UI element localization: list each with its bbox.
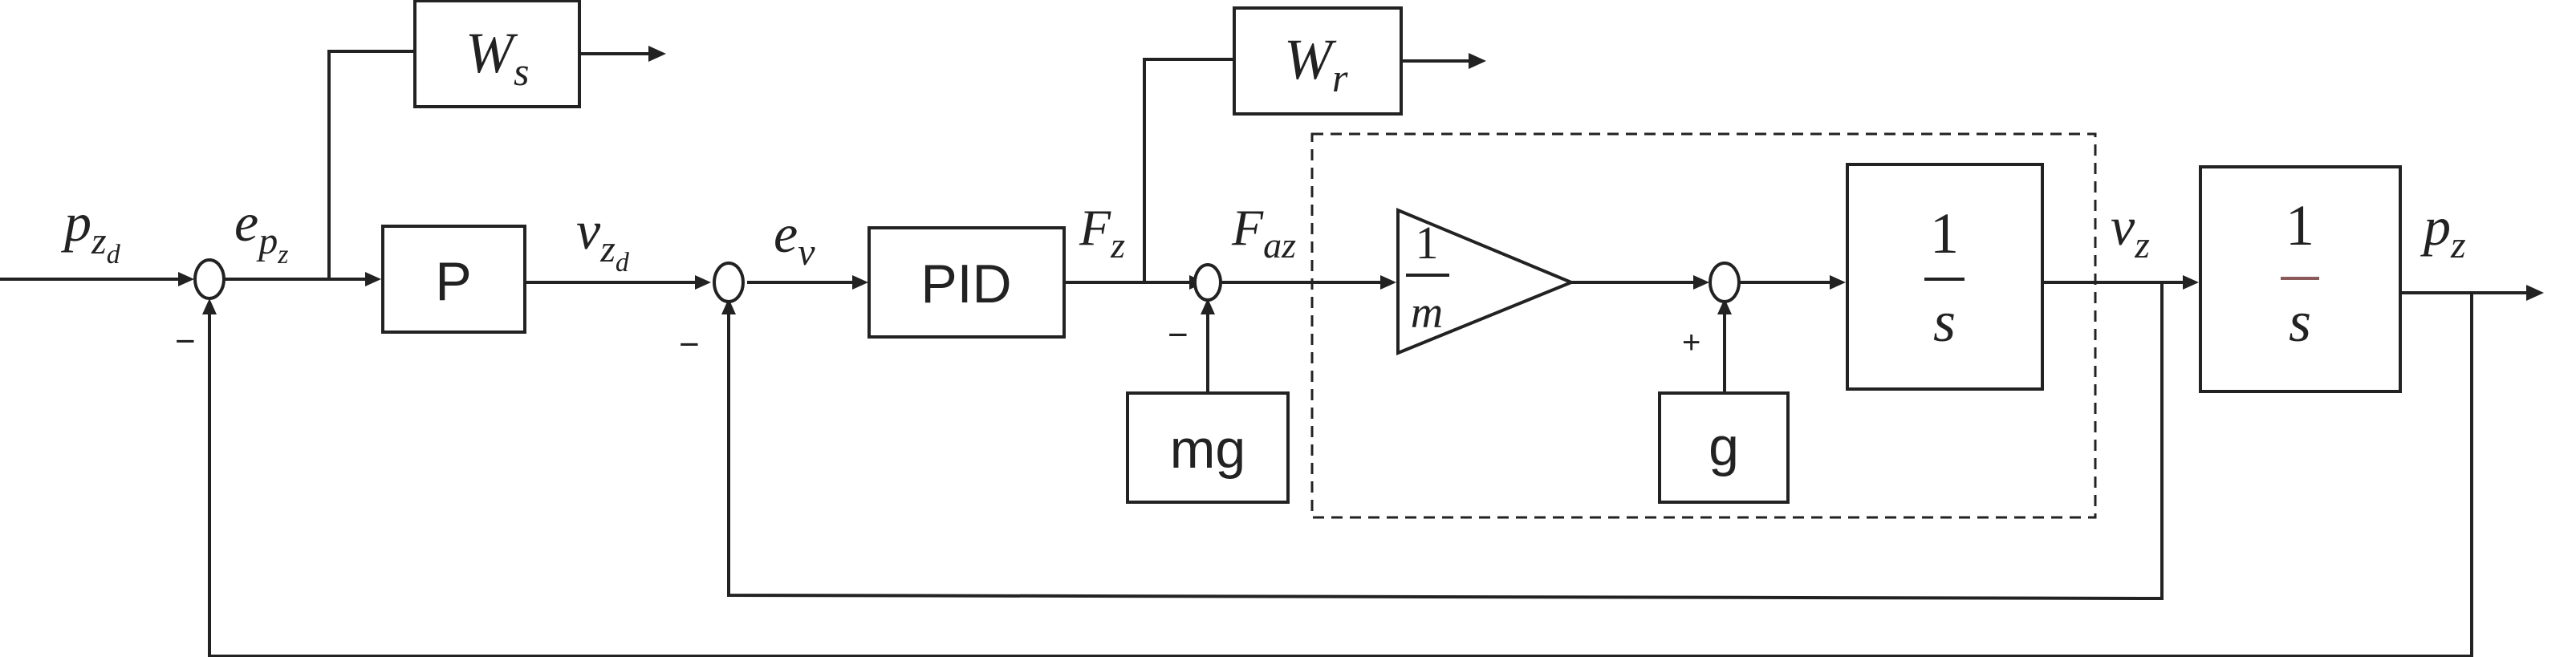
sum2-minus-sign: −: [679, 325, 700, 364]
arrowhead: [695, 275, 711, 290]
p-block: [381, 225, 526, 334]
arrowhead: [2183, 275, 2199, 290]
integrator-1-block: [1846, 163, 2044, 391]
plant-region-dashed-box: [1310, 132, 2097, 519]
velocity-feedback-line: [727, 282, 2164, 601]
gain-1-over-m-triangle: [1396, 208, 1576, 355]
sum4-plus-sign: +: [1682, 325, 1700, 360]
ws-tap-line: [327, 50, 415, 279]
p-block-label: P: [435, 251, 471, 312]
sum3-minus-sign: −: [1168, 315, 1188, 355]
ws-block-label: Ws: [465, 21, 529, 94]
arrowhead: [721, 298, 736, 314]
arrowhead: [178, 272, 194, 286]
signal-label-p-zd: pzd: [61, 192, 121, 270]
sum-junction-4: [1709, 262, 1741, 303]
integrator-2-numerator: 1: [2285, 193, 2314, 258]
ws-block: [413, 0, 581, 108]
arrowhead: [1830, 275, 1846, 290]
sum-junction-2: [713, 262, 745, 303]
signal-label-v-zd: vzd: [576, 200, 630, 278]
wr-block-label: Wr: [1284, 27, 1348, 100]
g-block: [1658, 391, 1790, 504]
signal-label-v-z: vz: [2111, 196, 2150, 266]
wr-block: [1233, 6, 1403, 116]
arrowhead: [2526, 285, 2544, 301]
position-feedback-line: [208, 293, 2473, 657]
integrator-2-denominator: s: [2289, 290, 2311, 354]
arrowhead: [852, 275, 868, 290]
integrator-1-numerator: 1: [1930, 201, 1959, 266]
arrowhead: [1380, 275, 1396, 290]
arrowhead: [365, 272, 381, 286]
mg-block: [1126, 391, 1290, 504]
arrowhead: [1201, 298, 1215, 314]
gain-denominator: m: [1411, 288, 1443, 338]
sum-junction-3: [1193, 263, 1222, 302]
arrowhead: [1693, 275, 1709, 290]
signal-label-e-pz: epz: [234, 192, 288, 270]
pid-block: [867, 226, 1066, 339]
pid-block-label: PID: [920, 253, 1011, 314]
sum-junction-1: [193, 258, 226, 300]
signal-label-f-z: Fz: [1079, 199, 1125, 266]
wr-tap-line: [1143, 58, 1234, 282]
g-block-label: g: [1709, 416, 1739, 477]
arrowhead: [1717, 298, 1732, 314]
signal-label-e-v: ev: [774, 203, 815, 274]
arrowhead: [1469, 53, 1486, 69]
mg-block-label: mg: [1170, 419, 1245, 480]
arrowhead: [202, 298, 217, 314]
signal-label-f-az: Faz: [1231, 199, 1296, 266]
signal-label-p-z: pz: [2420, 196, 2466, 266]
integrator-1-denominator: s: [1933, 290, 1956, 354]
arrowhead: [648, 46, 666, 62]
gain-numerator: 1: [1416, 217, 1439, 269]
sum1-minus-sign: −: [175, 322, 196, 361]
